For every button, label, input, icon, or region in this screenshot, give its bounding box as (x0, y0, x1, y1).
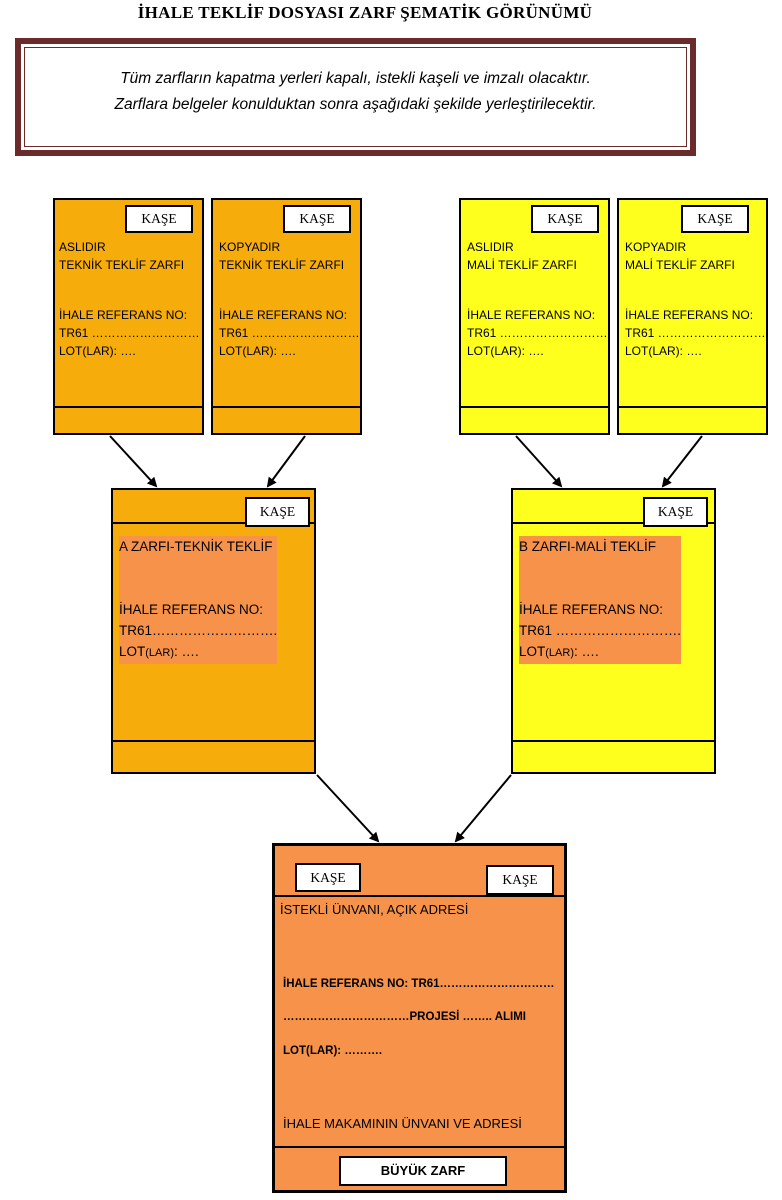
envelope-flap-line (513, 740, 714, 742)
lot-line: LOT(LAR): ………. (283, 1045, 383, 1057)
envelope-text: B ZARFI-MALİ TEKLİF İHALE REFERANS NO: T… (519, 536, 682, 664)
envelope-flap-line (619, 406, 766, 408)
instruction-line-2: Zarflara belgeler konulduktan sonra aşağ… (114, 96, 597, 113)
arrow-copy-technical-to-a (266, 435, 306, 488)
stamp-box: KAŞE (283, 205, 351, 233)
envelope-flap-line (113, 740, 314, 742)
envelope-text: KOPYADIR MALİ TEKLİF ZARFI İHALE REFERAN… (625, 240, 766, 358)
envelope-flap-line (55, 406, 202, 408)
arrow-original-financial-to-b (515, 435, 563, 488)
stamp-box: KAŞE (486, 865, 554, 895)
envelope-main-big: KAŞE KAŞE İSTEKLİ ÜNVANI, AÇIK ADRESİ İH… (272, 843, 567, 1193)
tender-reference: İHALE REFERANS NO: TR61………………………… (283, 978, 555, 990)
arrow-b-to-big (454, 774, 512, 843)
arrow-original-technical-to-a (109, 435, 158, 488)
envelope-flap-line (113, 522, 314, 524)
instruction-box-inner-border (24, 47, 687, 147)
stamp-box: KAŞE (295, 863, 361, 892)
arrow-copy-financial-to-b (661, 435, 703, 488)
stamp-box: KAŞE (643, 497, 708, 527)
stamp-box: KAŞE (125, 205, 193, 233)
instruction-box: Tüm zarfların kapatma yerleri kapalı, is… (15, 38, 696, 156)
stamp-box: KAŞE (681, 205, 749, 233)
envelope-text: ASLIDIR MALİ TEKLİF ZARFI İHALE REFERANS… (467, 240, 608, 358)
envelope-flap-line (213, 406, 360, 408)
instruction-line-1: Tüm zarfların kapatma yerleri kapalı, is… (120, 70, 591, 87)
envelope-flap-line (513, 522, 714, 524)
envelope-a-technical: KAŞE A ZARFI-TEKNİK TEKLİF İHALE REFERAN… (111, 488, 316, 774)
stamp-box: KAŞE (531, 205, 599, 233)
envelope-text: A ZARFI-TEKNİK TEKLİF İHALE REFERANS NO:… (119, 536, 278, 664)
stamp-box: KAŞE (245, 497, 310, 527)
envelope-original-financial: KAŞE ASLIDIR MALİ TEKLİF ZARFI İHALE REF… (459, 198, 610, 435)
project-line: ……………………………PROJESİ …….. ALIMI (283, 1011, 527, 1023)
envelope-copy-technical: KAŞE KOPYADIR TEKNİK TEKLİF ZARFI İHALE … (211, 198, 362, 435)
page-title: İHALE TEKLİF DOSYASI ZARF ŞEMATİK GÖRÜNÜ… (137, 3, 593, 22)
contracting-authority: İHALE MAKAMININ ÜNVANI VE ADRESİ (283, 1116, 522, 1131)
envelope-text: ASLIDIR TEKNİK TEKLİF ZARFI İHALE REFERA… (59, 240, 200, 358)
envelope-flap-line (275, 895, 564, 897)
envelope-copy-financial: KAŞE KOPYADIR MALİ TEKLİF ZARFI İHALE RE… (617, 198, 768, 435)
bidder-title-address: İSTEKLİ ÜNVANI, AÇIK ADRESİ (280, 902, 469, 917)
arrow-a-to-big (316, 774, 380, 843)
big-envelope-label: BÜYÜK ZARF (339, 1156, 507, 1186)
envelope-original-technical: KAŞE ASLIDIR TEKNİK TEKLİF ZARFI İHALE R… (53, 198, 204, 435)
envelope-flap-line (275, 1146, 564, 1148)
envelope-b-financial: KAŞE B ZARFI-MALİ TEKLİF İHALE REFERANS … (511, 488, 716, 774)
envelope-text: KOPYADIR TEKNİK TEKLİF ZARFI İHALE REFER… (219, 240, 360, 358)
envelope-flap-line (461, 406, 608, 408)
